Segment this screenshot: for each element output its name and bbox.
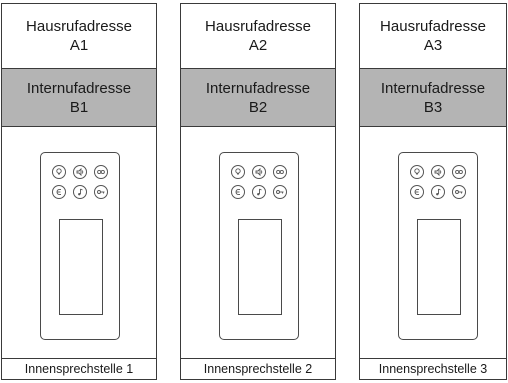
home-address-code: A3 (423, 37, 443, 54)
video-icon (452, 165, 466, 179)
intercom-station-2: Hausrufadresse A2 Internufadresse B2 Inn… (180, 3, 336, 380)
home-address-label: Hausrufadresse (26, 18, 132, 35)
station-caption: Innensprechstelle 3 (360, 358, 506, 379)
video-icon (273, 165, 287, 179)
internal-address-label: Internufadresse (380, 79, 486, 97)
music-icon (252, 185, 266, 199)
home-address-code: A2 (248, 37, 268, 54)
key-icon (273, 185, 287, 199)
home-address-label: Hausrufadresse (380, 18, 486, 35)
mute-icon (410, 185, 424, 199)
device-display (238, 219, 282, 315)
light-icon (52, 165, 66, 179)
station-caption: Innensprechstelle 2 (181, 358, 335, 379)
speaker-icon (431, 165, 445, 179)
home-address-block: Hausrufadresse A2 (181, 4, 335, 69)
internal-address-code: B2 (248, 98, 268, 116)
home-address-code: A1 (69, 37, 89, 54)
music-icon (73, 185, 87, 199)
internal-address-block: Internufadresse B2 (181, 69, 335, 127)
intercom-device (219, 152, 299, 340)
internal-address-block: Internufadresse B3 (360, 69, 506, 127)
home-address-block: Hausrufadresse A3 (360, 4, 506, 69)
intercom-device (398, 152, 478, 340)
speaker-icon (252, 165, 266, 179)
home-address-label: Hausrufadresse (205, 18, 311, 35)
video-icon (94, 165, 108, 179)
internal-address-block: Internufadresse B1 (2, 69, 156, 127)
intercom-station-1: Hausrufadresse A1 Internufadresse B1 Inn… (1, 3, 157, 380)
station-caption: Innensprechstelle 1 (2, 358, 156, 379)
home-address-block: Hausrufadresse A1 (2, 4, 156, 69)
speaker-icon (73, 165, 87, 179)
internal-address-label: Internufadresse (205, 79, 311, 97)
device-display (417, 219, 461, 315)
light-icon (410, 165, 424, 179)
intercom-device (40, 152, 120, 340)
intercom-station-3: Hausrufadresse A3 Internufadresse B3 Inn… (359, 3, 507, 380)
internal-address-code: B3 (423, 98, 443, 116)
mute-icon (52, 185, 66, 199)
mute-icon (231, 185, 245, 199)
key-icon (452, 185, 466, 199)
device-display (59, 219, 103, 315)
internal-address-code: B1 (69, 98, 89, 116)
light-icon (231, 165, 245, 179)
music-icon (431, 185, 445, 199)
internal-address-label: Internufadresse (26, 79, 132, 97)
key-icon (94, 185, 108, 199)
